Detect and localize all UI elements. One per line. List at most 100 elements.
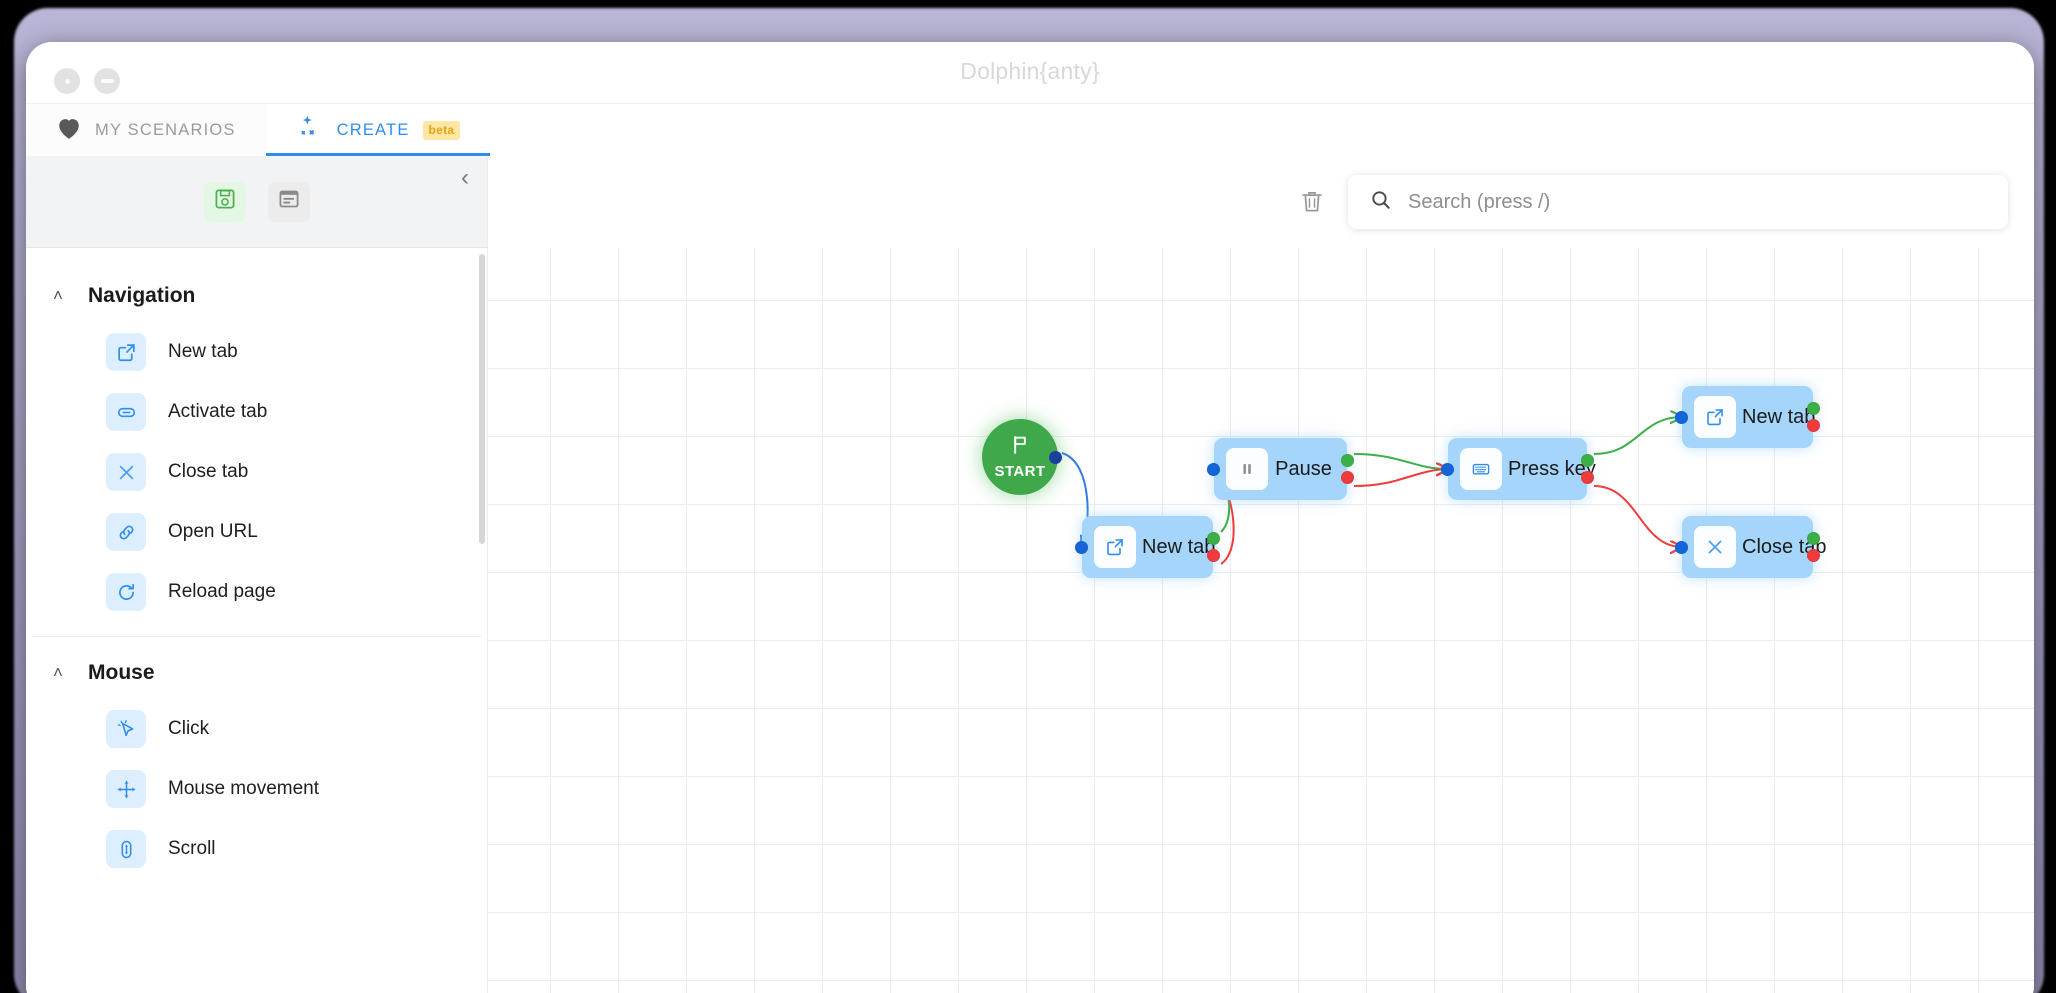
sidebar-scrollbar[interactable] <box>479 254 485 544</box>
sidebar-item-mouse-movement[interactable]: Mouse movement <box>26 759 487 819</box>
sidebar-scroll-area: ˄ Navigation New tab <box>26 248 487 993</box>
flow-node-close-tab[interactable]: Close tab <box>1675 516 1827 578</box>
node-label: Press key <box>1508 457 1596 480</box>
sidebar-item-label: New tab <box>168 341 238 362</box>
window-minimize-button[interactable] <box>94 68 120 94</box>
edge-pause-err-to-presskey <box>1353 469 1448 487</box>
flow-canvas[interactable]: START New tab <box>488 248 2034 993</box>
canvas-header <box>488 156 2034 248</box>
close-x-icon <box>1694 526 1736 568</box>
sidebar-item-label: Click <box>168 718 210 739</box>
node-label: Close tab <box>1742 535 1827 558</box>
sidebar-item-reload-page[interactable]: Reload page <box>26 562 487 622</box>
group-title: Mouse <box>88 661 155 684</box>
start-output-port[interactable] <box>1049 450 1062 464</box>
sidebar-item-label: Close tab <box>168 461 249 482</box>
move-arrows-icon <box>106 770 146 808</box>
trash-icon[interactable] <box>1298 188 1326 216</box>
script-view-button[interactable] <box>267 181 310 222</box>
tab-create[interactable]: CREATE beta <box>265 104 491 156</box>
chevron-up-icon: ˄ <box>53 286 63 305</box>
group-title: Navigation <box>88 284 196 307</box>
sidebar-group-mouse[interactable]: ˄ Mouse <box>26 647 487 699</box>
input-port[interactable] <box>1675 410 1688 424</box>
close-x-icon <box>106 453 146 491</box>
actions-sidebar: ‹ ˄ Navigation <box>26 156 488 993</box>
window-close-button[interactable] <box>54 68 80 94</box>
canvas-column: START New tab <box>488 156 2034 993</box>
error-output-port[interactable] <box>1807 419 1820 432</box>
edge-presskey-ok-to-newtab <box>1593 417 1682 455</box>
scroll-icon <box>106 830 146 868</box>
sidebar-item-label: Mouse movement <box>168 778 320 799</box>
error-output-port[interactable] <box>1341 471 1354 484</box>
keyboard-icon <box>1460 448 1502 490</box>
heart-icon <box>56 116 82 145</box>
external-link-icon <box>106 333 146 371</box>
sidebar-group-navigation[interactable]: ˄ Navigation <box>26 270 487 322</box>
sidebar-item-close-tab[interactable]: Close tab <box>26 442 487 502</box>
error-output-port[interactable] <box>1807 549 1820 562</box>
sidebar-collapse-button[interactable]: ‹ <box>461 164 469 191</box>
node-label: New tab <box>1142 535 1216 558</box>
flow-node-new-tab-1[interactable]: New tab <box>1075 516 1220 578</box>
script-icon <box>278 188 300 215</box>
success-output-port[interactable] <box>1581 454 1594 467</box>
edge-pause-ok-to-presskey <box>1353 453 1448 469</box>
sidebar-item-label: Scroll <box>168 838 216 859</box>
success-output-port[interactable] <box>1807 402 1820 415</box>
close-icon <box>64 78 70 84</box>
error-output-port[interactable] <box>1581 471 1594 484</box>
flag-icon <box>1009 434 1031 461</box>
tab-strip: MY SCENARIOS CREATE beta <box>26 104 2034 156</box>
chevron-up-icon: ˄ <box>53 663 63 682</box>
flow-node-pause[interactable]: Pause <box>1207 438 1354 500</box>
node-label: New tab <box>1742 405 1816 428</box>
success-output-port[interactable] <box>1807 532 1820 545</box>
refresh-icon <box>106 573 146 611</box>
external-link-icon <box>1694 396 1736 438</box>
sidebar-item-label: Activate tab <box>168 401 268 422</box>
cursor-click-icon <box>106 710 146 748</box>
success-output-port[interactable] <box>1207 532 1220 545</box>
input-port[interactable] <box>1441 462 1454 476</box>
tab-label: CREATE <box>336 120 410 139</box>
title-bar: Dolphin{anty} <box>26 42 2034 104</box>
edge-presskey-err-to-closetab <box>1593 485 1682 547</box>
start-node-label: START <box>994 463 1046 480</box>
sidebar-toolbar: ‹ <box>26 156 487 248</box>
sidebar-item-click[interactable]: Click <box>26 699 487 759</box>
search-icon <box>1370 189 1392 216</box>
chain-link-icon <box>106 513 146 551</box>
magic-wand-icon <box>296 114 324 147</box>
save-scenario-button[interactable] <box>203 181 246 222</box>
minimize-icon <box>100 79 114 83</box>
search-input[interactable] <box>1408 190 1986 214</box>
sidebar-item-new-tab[interactable]: New tab <box>26 322 487 382</box>
app-body: ‹ ˄ Navigation <box>26 156 2034 993</box>
window-title: Dolphin{anty} <box>960 58 1100 84</box>
flow-node-start[interactable]: START <box>982 419 1062 495</box>
input-port[interactable] <box>1075 540 1088 554</box>
sidebar-item-scroll[interactable]: Scroll <box>26 819 487 879</box>
sidebar-item-open-url[interactable]: Open URL <box>26 502 487 562</box>
search-box[interactable] <box>1348 175 2008 229</box>
save-icon <box>214 188 236 215</box>
tab-label: MY SCENARIOS <box>95 120 236 139</box>
success-output-port[interactable] <box>1341 454 1354 467</box>
beta-badge: beta <box>422 120 461 140</box>
sidebar-item-activate-tab[interactable]: Activate tab <box>26 382 487 442</box>
flow-node-press-key[interactable]: Press key <box>1441 438 1596 500</box>
flow-node-new-tab-2[interactable]: New tab <box>1675 386 1820 448</box>
error-output-port[interactable] <box>1207 549 1220 562</box>
input-port[interactable] <box>1675 540 1688 554</box>
pause-icon <box>1226 448 1268 490</box>
node-label: Pause <box>1275 457 1332 480</box>
link-horizontal-icon <box>106 393 146 431</box>
app-window: Dolphin{anty} MY SCENARIOS <box>26 42 2034 993</box>
tab-my-scenarios[interactable]: MY SCENARIOS <box>26 104 266 156</box>
sidebar-item-label: Open URL <box>168 521 258 542</box>
input-port[interactable] <box>1207 462 1220 476</box>
sidebar-divider <box>32 636 481 637</box>
